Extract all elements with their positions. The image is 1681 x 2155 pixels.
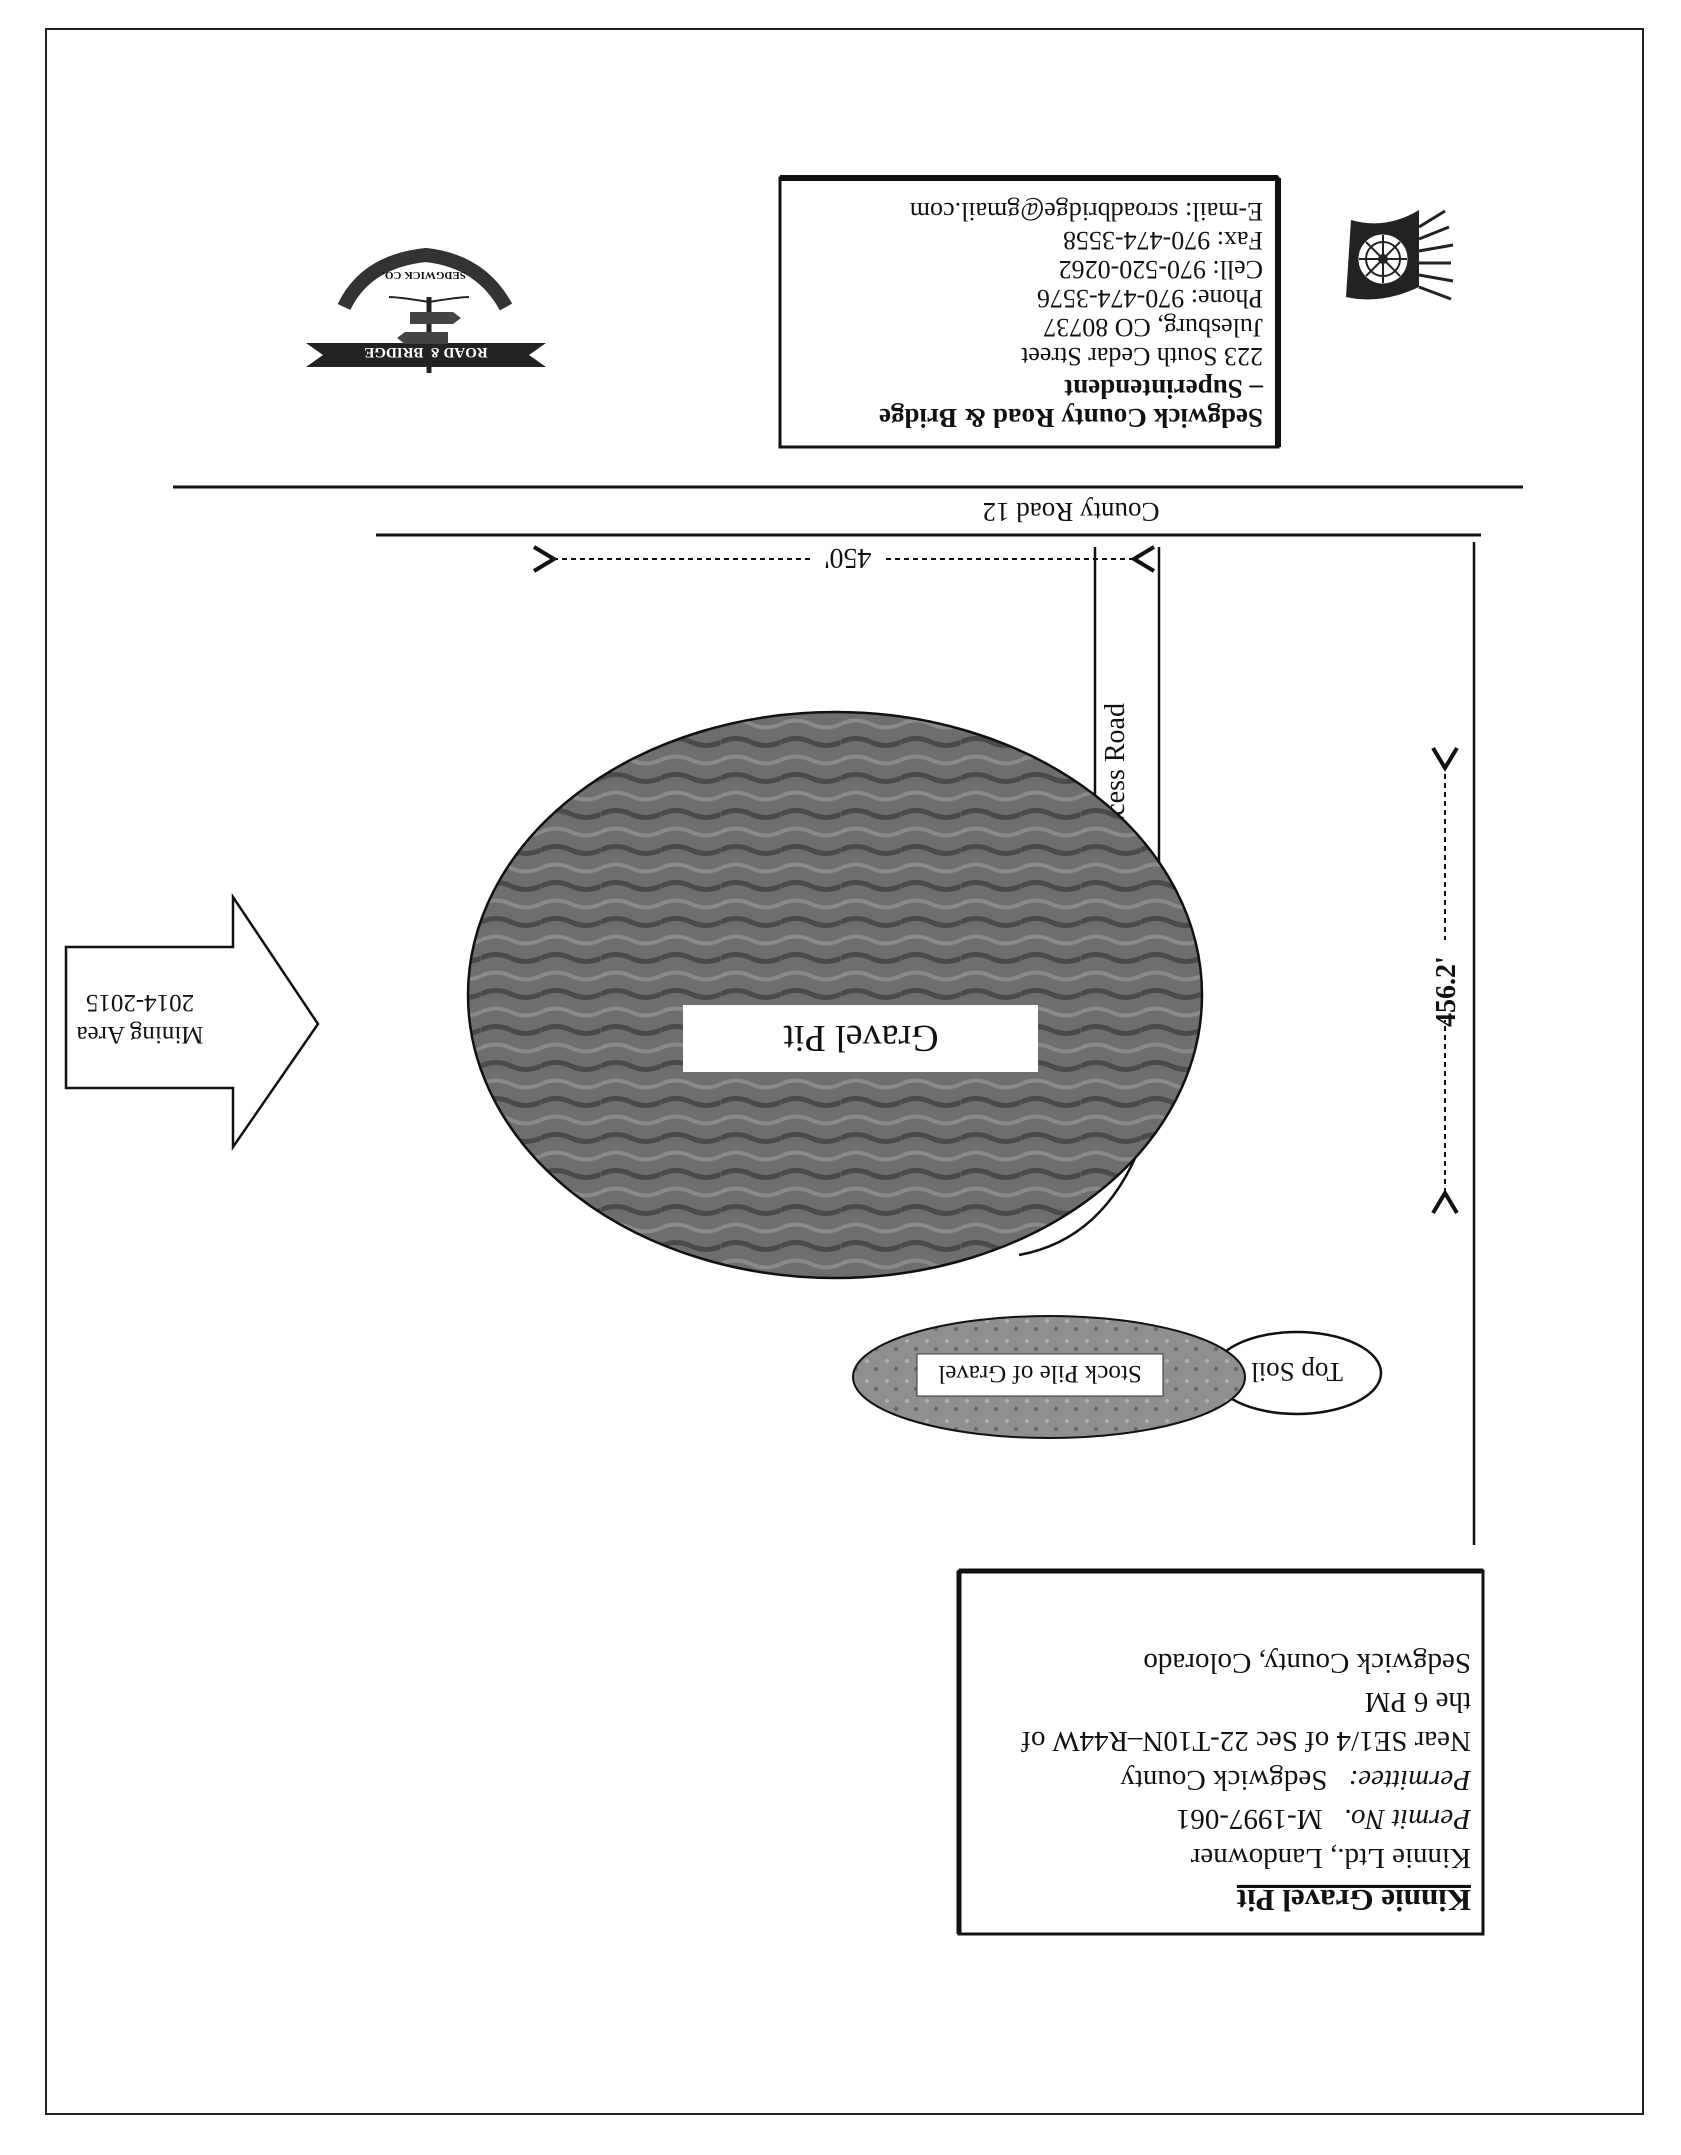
permit-title: Kinnie Gravel Pit: [1236, 1883, 1471, 1918]
compass-flag-icon: [1346, 209, 1454, 301]
contact-org: Sedgwick County Road & Bridge: [879, 403, 1263, 433]
pit-dimension-label: 456.2': [1431, 956, 1462, 1027]
contact-info-box: Sedgwick County Road & Bridge – Superint…: [778, 175, 1281, 449]
permit-info-box: Kinnie Gravel Pit Kinnie Ltd., Landowner…: [956, 1568, 1485, 1936]
permittee-value: Sedgwick County: [1120, 1764, 1328, 1796]
contact-role: – Superintendent: [1064, 374, 1264, 404]
permit-number-line: Permit No. M-1997-061: [1176, 1803, 1472, 1835]
gravel-pit-label: Gravel Pit: [783, 1017, 939, 1059]
county-road-label: County Road 12: [982, 497, 1159, 527]
contact-phone: Phone: 970-474-3576: [1037, 284, 1263, 313]
mining-area-arrow: [64, 892, 320, 1152]
contact-fax: Fax: 970-474-3558: [1063, 226, 1263, 255]
logo-ring-text: SEDGWICK CO.: [382, 269, 466, 281]
location-line-2: the 6 PM: [1365, 1686, 1471, 1718]
permit-number-label: Permit No.: [1344, 1803, 1472, 1835]
contact-cell: Cell: 970-520-0262: [1059, 255, 1263, 284]
page-border: [45, 28, 1644, 2115]
landowner-text: Kinnie Ltd., Landowner: [1190, 1842, 1471, 1874]
location-line-3: Sedgwick County, Colorado: [1143, 1647, 1471, 1679]
stock-pile-label: Stock Pile of Gravel: [938, 1360, 1141, 1387]
location-line-1: Near SE1/4 of Sec 22-T10N–R44W of: [1021, 1725, 1471, 1757]
contact-address-1: 223 South Cedar Street: [1020, 342, 1263, 371]
contact-address-2: Julesburg, CO 80737: [1043, 313, 1263, 342]
gravel-pit: [466, 710, 1204, 1280]
logo-banner-text: ROAD & BRIDGE: [364, 344, 487, 360]
permittee-label: Permittee:: [1349, 1764, 1472, 1796]
contact-email: E-mail: scroadbridge@gmail.com: [910, 197, 1263, 226]
permittee-line: Permittee: Sedgwick County: [1120, 1764, 1472, 1796]
mining-area-years: 2014-2015: [86, 989, 194, 1016]
top-soil-label: Top Soil: [1251, 1357, 1343, 1387]
road-bridge-logo: ROAD & BRIDGE SEDGWICK CO.: [306, 247, 546, 373]
mining-area-label: Mining Area: [76, 1021, 203, 1048]
road-dimension-label: 450': [824, 542, 871, 573]
permit-number-value: M-1997-061: [1176, 1803, 1323, 1835]
